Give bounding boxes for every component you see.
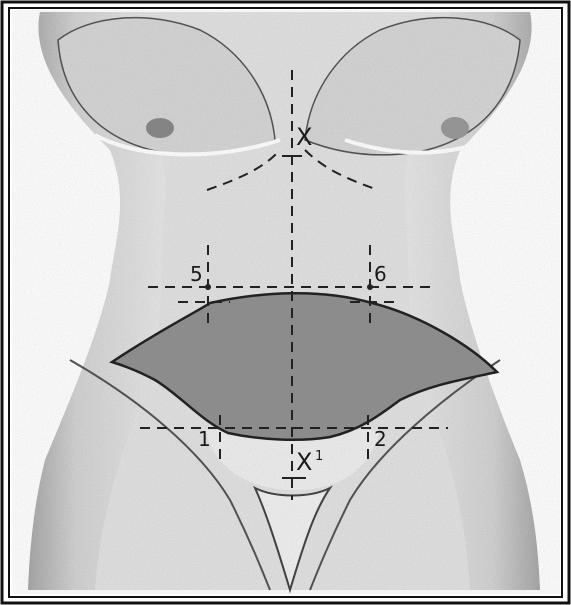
label-point-6: 6 xyxy=(374,262,387,286)
label-x-bottom: X xyxy=(296,448,312,476)
right-nipple xyxy=(441,117,469,139)
point-6-dot xyxy=(367,284,373,290)
label-x-top: X xyxy=(296,123,312,151)
left-nipple xyxy=(146,118,174,138)
label-point-1: 1 xyxy=(198,427,211,451)
label-point-2: 2 xyxy=(374,427,387,451)
label-point-5: 5 xyxy=(190,262,203,286)
label-x-bottom-superscript: 1 xyxy=(315,449,323,464)
point-5-dot xyxy=(205,284,211,290)
